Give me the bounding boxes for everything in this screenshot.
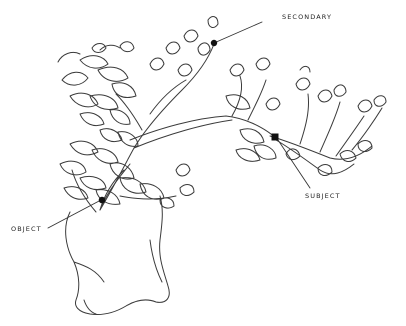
- secondary-marker-icon: [211, 40, 217, 46]
- vase: [66, 196, 170, 315]
- branches: [72, 44, 382, 212]
- subject-label: SUBJECT: [305, 193, 341, 200]
- secondary-leader-line: [214, 22, 262, 43]
- object-marker-icon: [99, 197, 106, 204]
- subject-marker-icon: [272, 134, 279, 141]
- subject-leader-line: [278, 140, 310, 188]
- object-leader-line: [48, 200, 101, 228]
- object-label: OBJECT: [11, 226, 42, 233]
- secondary-label: SECONDARY: [282, 14, 332, 21]
